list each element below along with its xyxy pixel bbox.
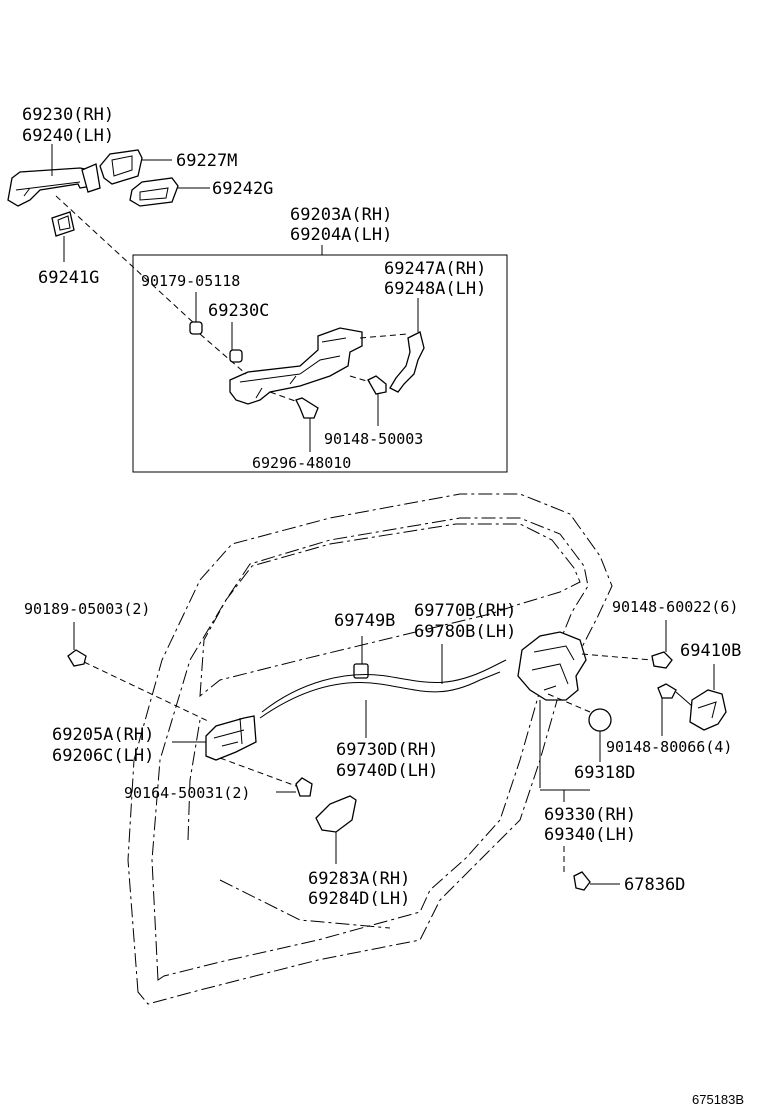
- screw-69296[interactable]: [295, 397, 319, 419]
- link-rod-part[interactable]: [389, 331, 425, 393]
- label-69730d: 69730D(RH): [336, 740, 438, 760]
- label-69340: 69340(LH): [544, 825, 636, 845]
- screw-90164[interactable]: [295, 777, 313, 797]
- label-69203a: 69203A(RH): [290, 205, 392, 225]
- striker-part[interactable]: [689, 689, 727, 731]
- label-90189: 90189-05003(2): [24, 600, 150, 618]
- label-90148-60022: 90148-60022(6): [612, 598, 738, 616]
- label-69230c: 69230C: [208, 301, 269, 321]
- part-labels: 69230(RH) 69240(LH) 69227M 69242G 69241G…: [22, 105, 744, 1107]
- label-69241g: 69241G: [38, 268, 99, 288]
- clip-90179[interactable]: [189, 321, 203, 335]
- label-69205a: 69205A(RH): [52, 725, 154, 745]
- diagram-code: 675183B: [692, 1092, 744, 1107]
- label-69330: 69330(RH): [544, 805, 636, 825]
- callout-box: [132, 254, 508, 473]
- label-69242g: 69242G: [212, 179, 273, 199]
- label-67836d: 67836D: [624, 875, 685, 895]
- label-69248a: 69248A(LH): [384, 279, 486, 299]
- bolt-90148-50003[interactable]: [367, 375, 387, 395]
- label-69283a: 69283A(RH): [308, 869, 410, 889]
- label-69206c: 69206C(LH): [52, 746, 154, 766]
- lock-section: [67, 620, 727, 891]
- clip-90189[interactable]: [67, 649, 87, 667]
- label-69296: 69296-48010: [252, 454, 351, 472]
- handle-pad-rear-part[interactable]: [51, 211, 75, 237]
- label-69284d: 69284D(LH): [308, 889, 410, 909]
- clip-67836d[interactable]: [573, 871, 591, 891]
- label-69318d: 69318D: [574, 763, 635, 783]
- inside-handle-part[interactable]: [205, 715, 257, 761]
- plug-69318d[interactable]: [588, 708, 612, 732]
- bolt-90148-80066[interactable]: [657, 683, 677, 699]
- label-90164: 90164-50031(2): [124, 784, 250, 802]
- label-90179: 90179-05118: [141, 272, 240, 290]
- label-69410b: 69410B: [680, 641, 741, 661]
- outside-handle-part[interactable]: [7, 167, 93, 207]
- label-69780b: 69780B(LH): [414, 622, 516, 642]
- label-69740d: 69740D(LH): [336, 761, 438, 781]
- handle-frame-part[interactable]: [229, 327, 363, 405]
- frame-assembly-box: [132, 245, 508, 473]
- door-outline: [127, 493, 613, 1005]
- label-69247a: 69247A(RH): [384, 259, 486, 279]
- label-69240: 69240(LH): [22, 126, 114, 146]
- label-69749b: 69749B: [334, 611, 395, 631]
- inside-cover-part[interactable]: [315, 795, 357, 833]
- label-69204a: 69204A(LH): [290, 225, 392, 245]
- label-90148-50003: 90148-50003: [324, 430, 423, 448]
- cable-clip-69749b[interactable]: [353, 663, 369, 679]
- label-69227m: 69227M: [176, 151, 237, 171]
- bolt-90148-60022[interactable]: [651, 651, 673, 669]
- handle-cap-part[interactable]: [99, 149, 143, 185]
- handle-pad-part[interactable]: [129, 177, 179, 207]
- label-69230: 69230(RH): [22, 105, 114, 125]
- outside-handle-group: [7, 144, 210, 326]
- label-90148-80066: 90148-80066(4): [606, 738, 732, 756]
- label-69770b: 69770B(RH): [414, 601, 516, 621]
- clip-69230c[interactable]: [229, 349, 243, 363]
- handle-clip-part[interactable]: [81, 163, 101, 193]
